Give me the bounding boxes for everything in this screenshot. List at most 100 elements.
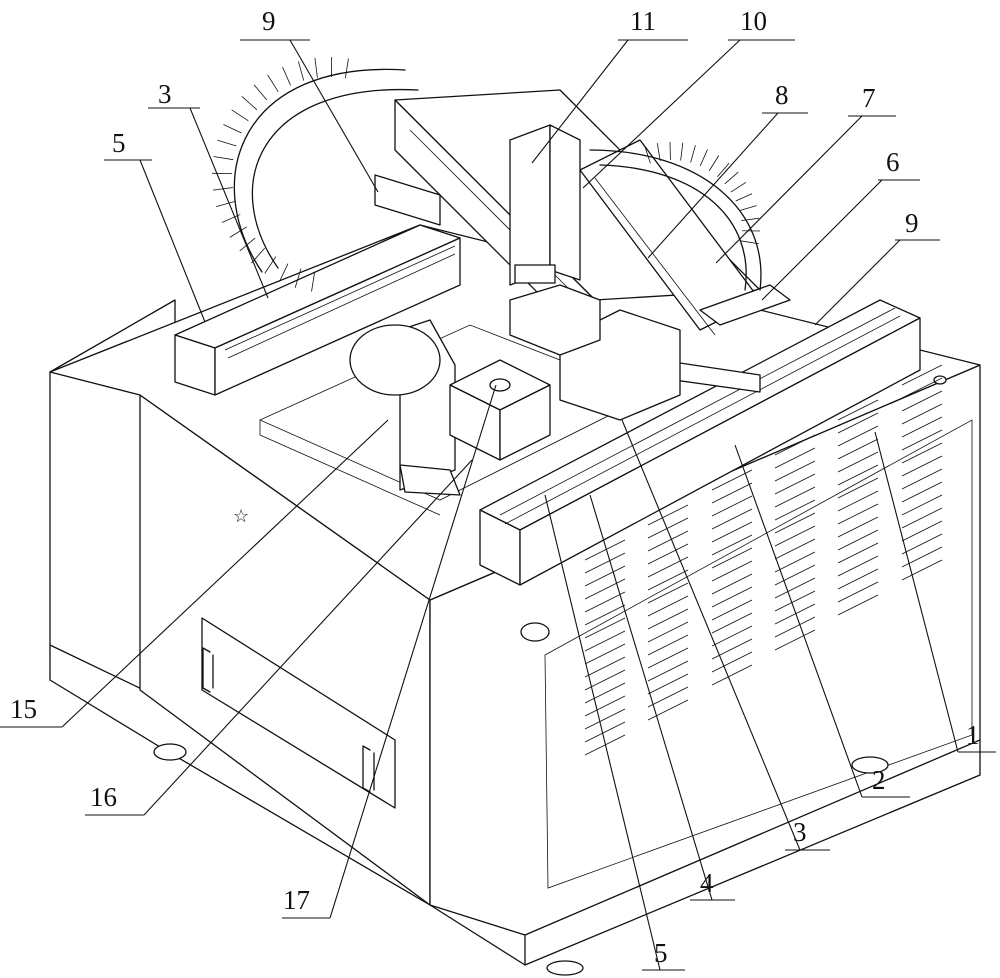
- callout-5-top: 5: [112, 128, 126, 158]
- louvre-slot: [837, 451, 879, 473]
- louvre-slot: [711, 651, 753, 673]
- callout-7: 7: [862, 83, 876, 113]
- chain-link: [231, 109, 249, 122]
- louvre-slot: [901, 416, 943, 438]
- louvre-slot: [774, 590, 816, 612]
- gantry-assembly: [174, 89, 921, 586]
- chain-link: [213, 156, 234, 161]
- louvre-slot: [774, 525, 816, 547]
- louvre-slot: [901, 403, 943, 425]
- louvre-slot: [774, 629, 816, 651]
- chain-link: [708, 155, 720, 171]
- louvre-slot: [647, 647, 689, 669]
- louvre-slot: [774, 616, 816, 638]
- louvre-slot: [647, 517, 689, 539]
- chain-link: [282, 66, 291, 86]
- chain-link: [724, 171, 739, 185]
- chain-link: [656, 143, 661, 162]
- callout-9-top: 9: [262, 6, 276, 36]
- louvre-slot: [901, 468, 943, 490]
- rotary-table-assembly: [349, 319, 551, 496]
- callout-8: 8: [775, 80, 789, 110]
- louvre-slot: [711, 547, 753, 569]
- cable-chains: [233, 68, 762, 291]
- chain-link: [279, 263, 289, 282]
- louvre-slot: [584, 708, 626, 730]
- chain-link: [735, 193, 753, 202]
- louvre-slot: [647, 569, 689, 591]
- louvre-slot: [901, 377, 943, 399]
- louvre-slot: [837, 529, 879, 551]
- callout-2: 2: [872, 765, 886, 795]
- louvre-slot: [711, 638, 753, 660]
- callout-10: 10: [740, 6, 767, 36]
- chain-link: [730, 182, 747, 193]
- louvre-slot: [711, 508, 753, 530]
- louvre-slot: [774, 447, 816, 469]
- callout-11: 11: [630, 6, 656, 36]
- louvre-slot: [774, 577, 816, 599]
- louvre-slot: [837, 516, 879, 538]
- louvre-slot: [711, 586, 753, 608]
- callout-3-bottom: 3: [793, 817, 807, 847]
- chain-link: [253, 84, 268, 101]
- louvre-slot: [901, 507, 943, 529]
- chain-link: [297, 61, 305, 81]
- callout-5-bottom: 5: [654, 938, 668, 968]
- chain-link: [690, 145, 696, 163]
- louvre-slot: [647, 686, 689, 708]
- louvre-slot: [774, 473, 816, 495]
- chain-link: [311, 271, 316, 292]
- louvre-slot: [647, 634, 689, 656]
- louvre-slot: [647, 673, 689, 695]
- chain-link: [717, 162, 730, 178]
- louvre-slot: [901, 442, 943, 464]
- chain-link: [739, 205, 757, 212]
- chain-link: [241, 96, 258, 111]
- chain-link: [741, 217, 760, 222]
- louvre-slot: [647, 608, 689, 630]
- louvre-slot: [901, 494, 943, 516]
- louvre-slot: [711, 599, 753, 621]
- chain-link: [264, 256, 277, 274]
- louvre-slot: [584, 617, 626, 639]
- louvre-slot: [837, 555, 879, 577]
- louvre-slot: [711, 625, 753, 647]
- callout-3-top: 3: [158, 79, 172, 109]
- louvre-slot: [901, 429, 943, 451]
- chain-link: [251, 247, 266, 264]
- ventilation-louvres: [584, 364, 943, 756]
- louvre-slot: [901, 390, 943, 412]
- chain-link: [216, 200, 236, 208]
- louvre-slot: [774, 564, 816, 586]
- chain-link: [680, 142, 684, 161]
- louvre-slot: [774, 499, 816, 521]
- chain-link: [294, 268, 302, 288]
- louvre-slot: [584, 552, 626, 574]
- callout-6: 6: [886, 147, 900, 177]
- callout-15: 15: [10, 694, 37, 724]
- louvre-slot: [837, 438, 879, 460]
- louvre-slot: [711, 612, 753, 634]
- chain-link: [223, 124, 242, 134]
- louvre-slot: [711, 664, 753, 686]
- louvre-slot: [837, 568, 879, 590]
- louvre-slot: [647, 595, 689, 617]
- louvre-slot: [711, 534, 753, 556]
- louvre-slot: [901, 481, 943, 503]
- louvre-slot: [647, 621, 689, 643]
- louvre-slot: [711, 573, 753, 595]
- louvre-slot: [584, 604, 626, 626]
- louvre-slot: [647, 504, 689, 526]
- louvre-slot: [711, 482, 753, 504]
- louvre-slot: [584, 695, 626, 717]
- chain-link: [267, 74, 279, 93]
- chain-link: [644, 146, 651, 164]
- louvre-slot: [584, 630, 626, 652]
- louvre-slot: [837, 594, 879, 616]
- louvre-slot: [837, 477, 879, 499]
- louvre-slot: [837, 412, 879, 434]
- louvre-slot: [584, 721, 626, 743]
- louvre-slot: [901, 455, 943, 477]
